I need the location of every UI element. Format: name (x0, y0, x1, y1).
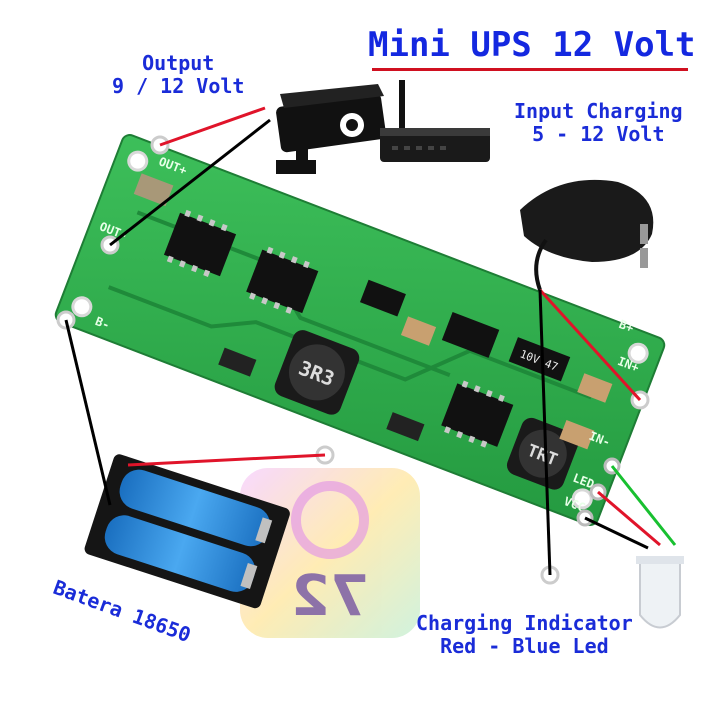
power-adapter-icon (520, 179, 654, 291)
cctv-camera-icon (276, 84, 386, 174)
indicator-label-line1: Charging Indicator (416, 611, 633, 635)
input-charging-label: Input Charging 5 - 12 Volt (514, 100, 683, 146)
smd-capacitor (133, 173, 174, 207)
pin-label: B- (93, 314, 112, 332)
pcb-board: 3R3 TRT 10V 47 OUT+ OUT- (54, 134, 666, 526)
pin-label: B+ (617, 317, 636, 335)
page-title: Mini UPS 12 Volt (368, 25, 696, 65)
ic-chip (246, 249, 319, 314)
wires (64, 106, 677, 576)
wifi-router-icon (380, 80, 490, 162)
output-label: Output 9 / 12 Volt (112, 52, 244, 98)
smd-capacitor (559, 419, 595, 450)
title-underline (372, 68, 688, 71)
mount-hole (71, 296, 93, 318)
smd-resistor (218, 347, 257, 377)
smd-diode (359, 279, 406, 317)
smd-capacitor (400, 316, 437, 346)
battery-holder-icon (84, 454, 290, 609)
smd-capacitor (577, 373, 613, 403)
smd-resistor (386, 412, 425, 442)
input-label-line2: 5 - 12 Volt (532, 122, 665, 146)
mount-hole (627, 342, 649, 364)
input-label-line1: Input Charging (514, 99, 683, 123)
svg-text:72: 72 (291, 564, 369, 629)
smd-diode (441, 311, 500, 358)
output-label-line2: 9 / 12 Volt (112, 74, 245, 98)
inductor-3r3: 3R3 (274, 330, 360, 415)
indicator-label-line2: Red - Blue Led (440, 634, 609, 658)
ic-chip (441, 383, 514, 447)
led-icon (636, 556, 684, 629)
charging-indicator-label: Charging Indicator Red - Blue Led (416, 612, 633, 658)
mount-hole (127, 150, 149, 172)
mount-hole (571, 488, 593, 510)
ic-chip (163, 212, 237, 277)
output-label-line1: Output (142, 51, 215, 75)
